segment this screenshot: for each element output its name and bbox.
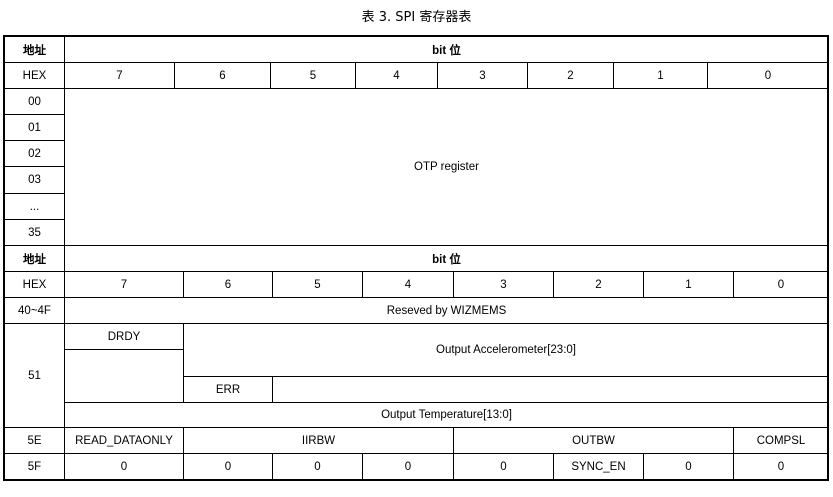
bit-header: bit 位 [64,245,829,272]
bit-value-cell: 0 [453,453,554,480]
hex-label: HEX [4,62,65,89]
bit-column-header: 4 [362,271,454,298]
bit-column-header: 1 [643,271,734,298]
hex-label: HEX [4,271,65,298]
address-cell: 40~4F [4,297,65,324]
table-title: 表 3. SPI 寄存器表 [361,10,472,25]
address-cell: 03 [4,166,65,194]
address-header: 地址 [4,36,65,63]
bit-column-header: 3 [437,62,528,89]
bit-column-header: 2 [527,62,614,89]
address-cell: 5E [4,427,65,454]
bit-value-cell: 0 [272,453,363,480]
outbw-cell: OUTBW [453,427,734,454]
address-cell: 01 [4,114,65,141]
bit-column-header: 6 [183,271,273,298]
bit-column-header: 1 [613,62,708,89]
bit-column-header: 6 [174,62,271,89]
bit-column-header: 5 [272,271,363,298]
bit-value-cell: 0 [362,453,454,480]
bit-column-header: 0 [733,271,829,298]
empty-cell [272,376,829,403]
address-cell: 00 [4,88,65,115]
drdy-cell: DRDY [64,323,184,350]
address-cell: 5F [4,453,65,480]
bit-column-header: 2 [553,271,644,298]
temperature-cell: Output Temperature[13:0] [64,402,829,428]
bit-column-header: 0 [707,62,829,89]
err-cell: ERR [183,376,273,403]
bit-value-cell: 0 [643,453,734,480]
bit-column-header: 3 [453,271,554,298]
address-cell: 02 [4,140,65,167]
bit-column-header: 7 [64,62,175,89]
reserved-cell: Reseved by WIZMEMS [64,297,829,324]
bit-value-cell: 0 [733,453,829,480]
compsl-cell: COMPSL [733,427,829,454]
bit-column-header: 5 [270,62,356,89]
bit-value-cell: SYNC_EN [553,453,644,480]
address-cell: 51 [4,323,65,428]
bit-column-header: 7 [64,271,184,298]
otp-register-cell: OTP register [64,88,829,246]
read-dataonly-cell: READ_DATAONLY [64,427,184,454]
empty-cell [64,349,184,403]
bit-header: bit 位 [64,36,829,63]
bit-value-cell: 0 [183,453,273,480]
bit-value-cell: 0 [64,453,184,480]
bit-column-header: 4 [355,62,438,89]
iirbw-cell: IIRBW [183,427,454,454]
address-cell: ... [4,193,65,220]
address-cell: 35 [4,219,65,246]
accelerometer-cell: Output Accelerometer[23:0] [183,323,829,377]
address-header: 地址 [4,245,65,272]
